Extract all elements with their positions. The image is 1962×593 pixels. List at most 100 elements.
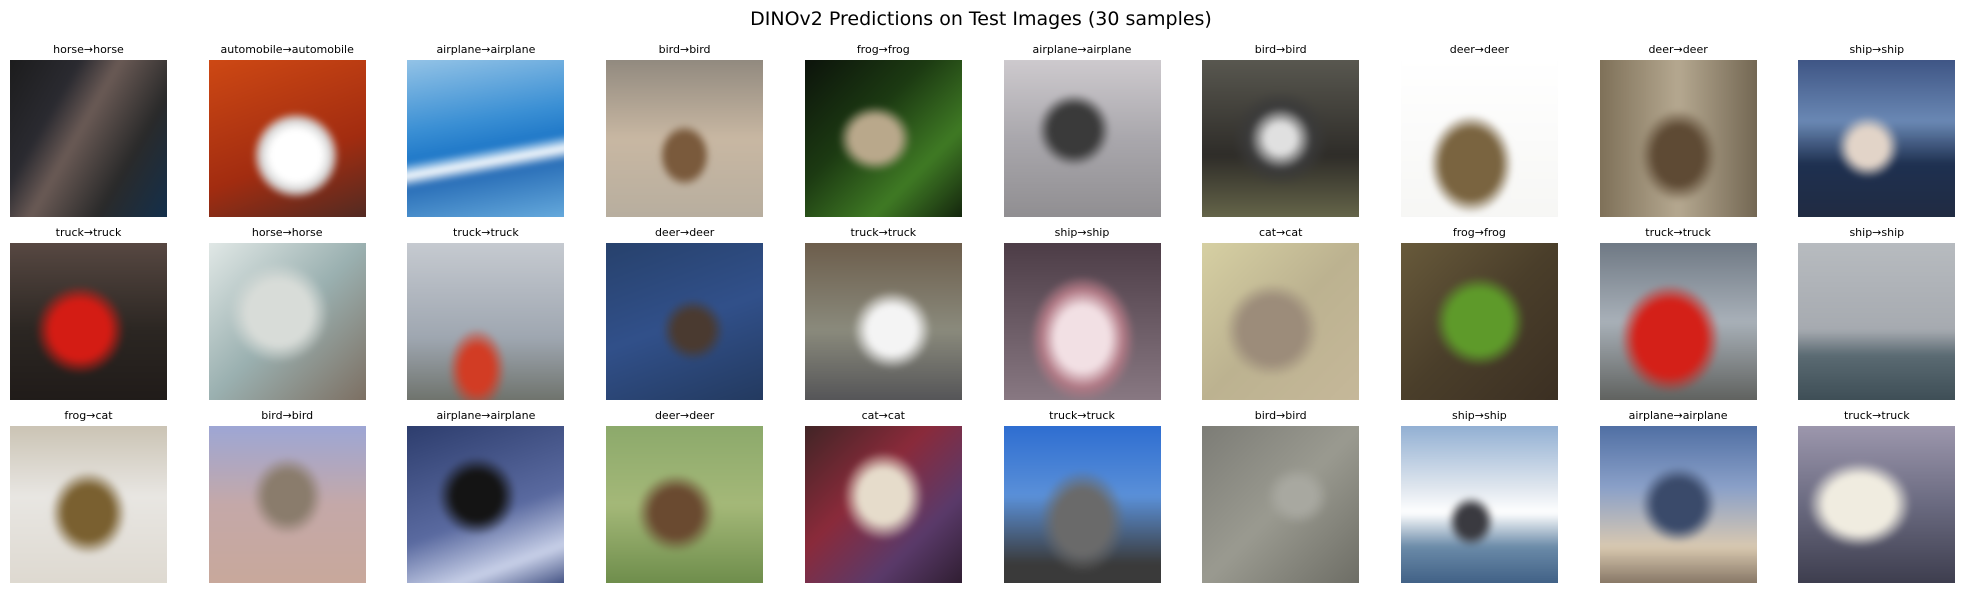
prediction-cell: ship→ship (1003, 223, 1161, 400)
thumbnail-frame (10, 243, 167, 400)
prediction-cell: ship→ship (1798, 223, 1956, 400)
prediction-cell: horse→horse (208, 223, 366, 400)
thumbnail-frame (407, 426, 565, 583)
prediction-cell: automobile→automobile (208, 40, 366, 217)
prediction-label: cat→cat (861, 409, 905, 422)
airplane-image (407, 60, 565, 217)
prediction-label: airplane→airplane (436, 43, 536, 56)
prediction-label: airplane→airplane (436, 409, 536, 422)
ship-image (1003, 243, 1161, 400)
thumbnail-frame (1400, 243, 1558, 400)
thumbnail-frame (407, 60, 565, 217)
car-image (208, 60, 366, 217)
prediction-label: truck→truck (1049, 409, 1115, 422)
prediction-label: truck→truck (453, 226, 519, 239)
prediction-label: deer→deer (654, 409, 715, 422)
prediction-cell: bird→bird (1202, 406, 1360, 583)
prediction-label: frog→frog (856, 43, 910, 56)
thumbnail-frame (1599, 60, 1757, 217)
prediction-label: horse→horse (53, 43, 124, 56)
prediction-cell: cat→cat (1202, 223, 1360, 400)
thumbnail-frame (208, 60, 366, 217)
prediction-cell: truck→truck (10, 223, 167, 400)
prediction-cell: truck→truck (407, 223, 565, 400)
prediction-cell: bird→bird (606, 40, 764, 217)
thumbnail-frame (606, 243, 764, 400)
deer-image (606, 243, 764, 400)
prediction-label: frog→frog (1452, 226, 1506, 239)
predictions-grid: horse→horse automobile→automobile airplane… (10, 40, 1960, 590)
thumbnail-frame (1798, 243, 1956, 400)
prediction-label: ship→ship (1849, 43, 1905, 56)
prediction-cell: horse→horse (10, 40, 167, 217)
prediction-label: truck→truck (1843, 409, 1910, 422)
prediction-cell: airplane→airplane (407, 406, 565, 583)
thumbnail-frame (804, 243, 962, 400)
thumbnail-frame (208, 243, 366, 400)
prediction-cell: airplane→airplane (407, 40, 565, 217)
prediction-label: automobile→automobile (220, 43, 354, 56)
prediction-label: bird→bird (1254, 409, 1307, 422)
prediction-cell: frog→cat (10, 406, 167, 583)
thumbnail-frame (10, 60, 167, 217)
thumbnail-frame (606, 60, 764, 217)
prediction-label: bird→bird (261, 409, 314, 422)
prediction-cell: deer→deer (1599, 40, 1757, 217)
thumbnail-frame (1003, 243, 1161, 400)
prediction-cell: truck→truck (1798, 406, 1956, 583)
ship-image (1798, 60, 1956, 217)
prediction-cell: deer→deer (606, 223, 764, 400)
prediction-cell: bird→bird (1202, 40, 1360, 217)
prediction-label: ship→ship (1054, 226, 1110, 239)
prediction-label: ship→ship (1452, 409, 1507, 422)
airplane-image (1003, 60, 1161, 217)
frog-image (1400, 243, 1558, 400)
prediction-label: horse→horse (251, 226, 323, 239)
truck-image (407, 243, 565, 400)
prediction-label: airplane→airplane (1032, 43, 1132, 56)
bird-image (606, 60, 764, 217)
prediction-cell: truck→truck (1599, 223, 1757, 400)
thumbnail-frame (1003, 426, 1161, 583)
prediction-cell: airplane→airplane (1003, 40, 1161, 217)
prediction-label: cat→cat (1258, 226, 1303, 239)
prediction-cell: truck→truck (804, 223, 962, 400)
deer-image (1400, 60, 1558, 217)
thumbnail-frame (1003, 60, 1161, 217)
thumbnail-frame (1798, 426, 1956, 583)
truck-image (10, 243, 167, 400)
prediction-cell: airplane→airplane (1599, 406, 1757, 583)
prediction-label: frog→cat (64, 409, 113, 422)
prediction-label: truck→truck (1645, 226, 1711, 239)
prediction-cell: ship→ship (1798, 40, 1956, 217)
prediction-label: bird→bird (1254, 43, 1307, 56)
prediction-label: bird→bird (658, 43, 711, 56)
prediction-cell: frog→frog (804, 40, 962, 217)
bird-image (208, 426, 366, 583)
thumbnail-frame (407, 243, 565, 400)
prediction-label: airplane→airplane (1628, 409, 1728, 422)
truck-image (1003, 426, 1161, 583)
prediction-label: ship→ship (1849, 226, 1905, 239)
airplane-image (407, 426, 565, 583)
prediction-cell: deer→deer (1400, 40, 1558, 217)
prediction-cell: bird→bird (208, 406, 366, 583)
ship-image (1798, 243, 1956, 400)
truck-image (1599, 243, 1757, 400)
thumbnail-frame (1599, 426, 1757, 583)
thumbnail-frame (1202, 60, 1360, 217)
prediction-label: deer→deer (1648, 43, 1708, 56)
thumbnail-frame (804, 426, 962, 583)
thumbnail-frame (1599, 243, 1757, 400)
horse-image (208, 243, 366, 400)
prediction-label: deer→deer (654, 226, 715, 239)
prediction-cell: ship→ship (1400, 406, 1558, 583)
cat-image (10, 426, 167, 583)
thumbnail-frame (1202, 243, 1360, 400)
truck-image (804, 243, 962, 400)
prediction-label: deer→deer (1449, 43, 1510, 56)
figure-title: DINOv2 Predictions on Test Images (30 sa… (750, 8, 1212, 30)
prediction-cell: truck→truck (1003, 406, 1161, 583)
thumbnail-frame (606, 426, 764, 583)
thumbnail-frame (10, 426, 167, 583)
